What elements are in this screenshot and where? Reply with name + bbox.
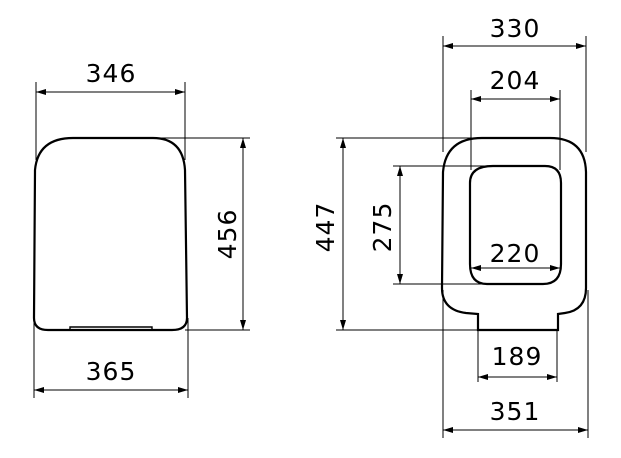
dim-seat-inner-bottom-width: 220 — [471, 239, 560, 271]
dim-seat-length: 447 — [311, 138, 346, 330]
dim-seat-inner-top-width: 204 — [471, 66, 560, 102]
label-seat-length: 447 — [311, 202, 340, 253]
label-seat-hinge-width: 189 — [492, 342, 543, 371]
dim-seat-inner-length: 275 — [368, 166, 403, 284]
lid-hinge-notch — [69, 326, 153, 330]
label-seat-bottom-width: 351 — [490, 397, 541, 426]
dim-lid-top-width: 346 — [36, 59, 185, 95]
lid-view: 346 365 456 — [32, 59, 250, 398]
seat-inner-outline — [468, 164, 563, 286]
dim-seat-top-width: 330 — [443, 14, 586, 49]
label-seat-inner-bottom-width: 220 — [490, 239, 541, 268]
dim-seat-bottom-width: 351 — [443, 397, 588, 433]
lid-outline — [32, 136, 189, 332]
label-lid-length: 456 — [213, 209, 242, 260]
label-lid-top-width: 346 — [86, 59, 137, 88]
label-seat-inner-top-width: 204 — [490, 66, 541, 95]
dim-lid-bottom-width: 365 — [34, 357, 188, 393]
seat-outer-outline — [440, 136, 588, 332]
label-lid-bottom-width: 365 — [86, 357, 137, 386]
label-seat-top-width: 330 — [490, 14, 541, 43]
label-seat-inner-length: 275 — [368, 202, 397, 253]
seat-view: 330 204 220 189 351 — [311, 14, 589, 438]
dim-lid-length: 456 — [213, 138, 246, 330]
dim-seat-hinge-width: 189 — [478, 342, 557, 380]
